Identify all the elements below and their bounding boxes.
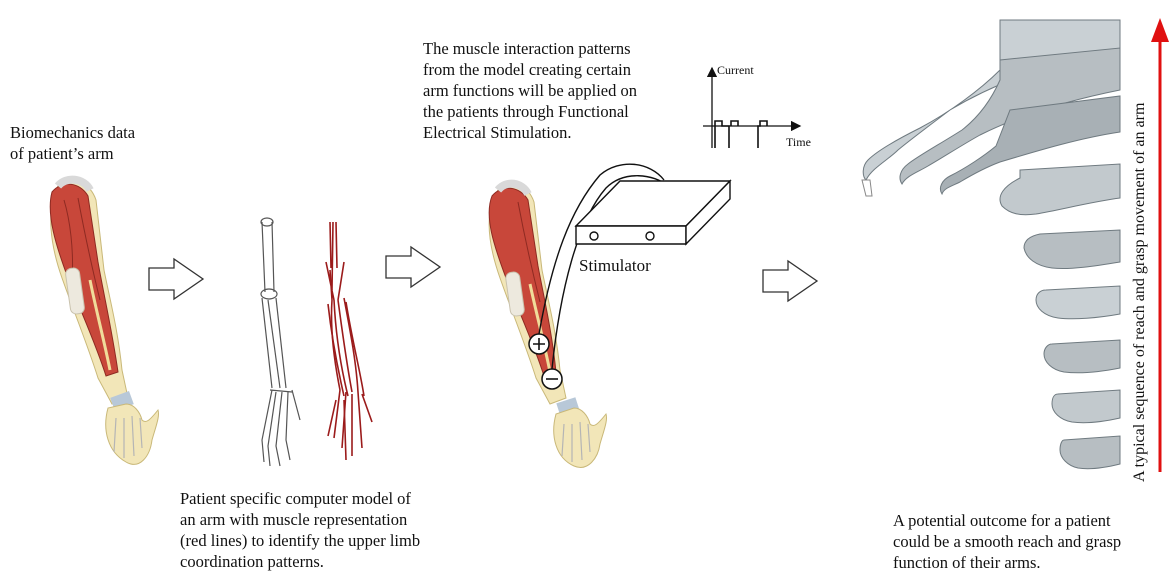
pulse-x-label: Time — [786, 135, 811, 149]
muscle-arm-illustration — [50, 180, 158, 465]
flow-arrow-3 — [763, 261, 817, 301]
flow-arrow-2 — [386, 247, 440, 287]
reach-grasp-sequence — [862, 20, 1120, 469]
progression-arrowhead — [1151, 18, 1169, 42]
flow-arrow-1 — [149, 259, 203, 299]
positive-electrode-icon — [529, 334, 549, 354]
stimulator-label: Stimulator — [579, 256, 651, 275]
sequence-caption: A typical sequence of reach and grasp mo… — [1131, 102, 1148, 482]
pulse-y-label: Current — [717, 63, 754, 77]
stimulator-box — [576, 181, 730, 244]
muscle-line-model — [326, 222, 372, 460]
negative-electrode-icon — [542, 369, 562, 389]
skeleton-model — [261, 218, 300, 466]
